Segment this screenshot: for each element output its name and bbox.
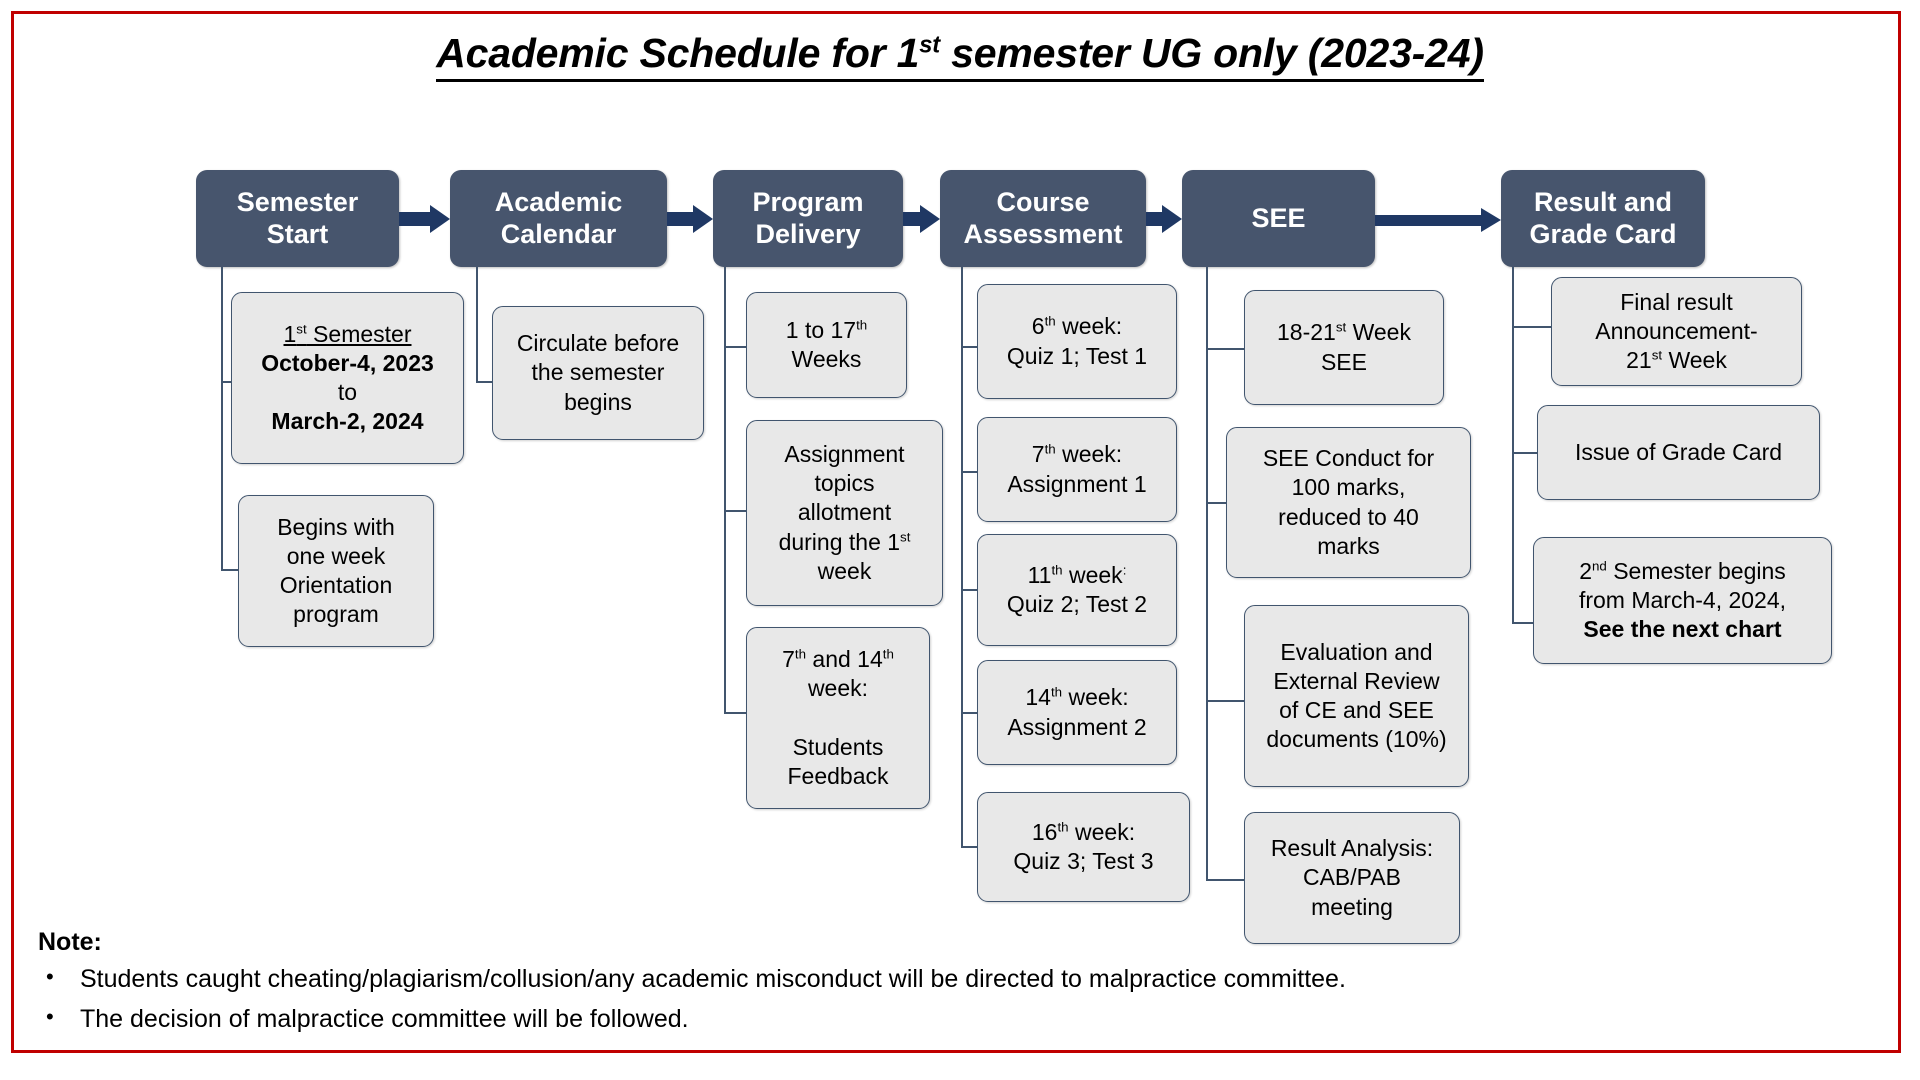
note-list-item: • The decision of malpractice committee … [38,1003,1838,1037]
stage-label-line1: Program [752,186,864,217]
connector-trunk-course-assessment [961,267,963,848]
leaf-week14-assignment2[interactable]: 14th week: Assignment 2 [977,660,1177,765]
note-item-text: Students caught cheating/plagiarism/coll… [80,965,1346,993]
connector-branch-week16 [961,846,979,848]
leaf-circulate-calendar[interactable]: Circulate before the semester begins [492,306,704,440]
leaf-assignment-topics[interactable]: Assignment topics allotment during the 1… [746,420,943,606]
connector-branch-students-feedback [724,712,748,714]
leaf-semester-dates[interactable]: 1st Semester October-4, 2023 to March-2,… [231,292,464,464]
stage-box-course-assessment[interactable]: Course Assessment [940,170,1146,267]
connector-branch-result-analysis [1206,879,1244,881]
leaf-see-weeks[interactable]: 18-21st Week SEE [1244,290,1444,405]
leaf-week11-quiz2-test2[interactable]: 11th week: Quiz 2; Test 2 [977,534,1177,646]
connector-branch-final-result [1512,326,1553,328]
connector-trunk-program-delivery [724,267,726,714]
connector-trunk-semester-start [221,267,223,571]
connector-branch-second-semester [1512,622,1535,624]
connector-branch-week7 [961,471,979,473]
note-item-text: The decision of malpractice committee wi… [80,1004,689,1033]
connector-branch-see-marks [1206,502,1228,504]
note-block: Note: • Students caught cheating/plagiar… [38,928,1838,1043]
leaf-week16-quiz3-test3[interactable]: 16th week: Quiz 3; Test 3 [977,792,1190,902]
connector-branch-see-evaluation [1206,700,1246,702]
connector-branch-assignment-topics [724,510,748,512]
bullet-glyph: • [46,1003,54,1029]
leaf-see-marks[interactable]: SEE Conduct for 100 marks, reduced to 40… [1226,427,1471,578]
stage-box-program-delivery[interactable]: Program Delivery [713,170,903,267]
leaf-orientation[interactable]: Begins with one week Orientation program [238,495,434,647]
note-list-item: • Students caught cheating/plagiarism/co… [38,963,1838,997]
leaf-weeks-1-to-17[interactable]: 1 to 17th Weeks [746,292,907,398]
stage-box-academic-calendar[interactable]: Academic Calendar [450,170,667,267]
connector-branch-circulate-calendar [476,381,494,383]
leaf-issue-grade-card[interactable]: Issue of Grade Card [1537,405,1820,500]
connector-branch-see-weeks [1206,348,1246,350]
leaf-second-semester-begins[interactable]: 2nd Semester begins from March-4, 2024, … [1533,537,1832,664]
leaf-week6-quiz1-test1[interactable]: 6th week: Quiz 1; Test 1 [977,284,1177,399]
connector-branch-week11 [961,589,979,591]
stage-label-line2: Grade Card [1529,218,1677,249]
stage-label-line1: SEE [1251,202,1306,233]
stage-label-line2: Delivery [755,218,861,249]
bullet-glyph: • [46,964,54,989]
stage-label-line1: Semester [236,186,359,217]
arrow-assessment-to-see [1146,205,1182,233]
leaf-final-result-announcement[interactable]: Final result Announcement- 21st Week [1551,277,1802,386]
arrow-delivery-to-assessment [903,205,940,233]
leaf-see-evaluation-review[interactable]: Evaluation and External Review of CE and… [1244,605,1469,787]
connector-branch-issue-grade-card [1512,452,1539,454]
connector-trunk-result-grade-card [1512,267,1514,624]
stage-label-line1: Course [996,186,1090,217]
note-list: • Students caught cheating/plagiarism/co… [38,963,1838,1037]
page-title-text: Academic Schedule for 1st semester UG on… [436,30,1484,82]
stage-label-line2: Assessment [963,218,1123,249]
leaf-students-feedback[interactable]: 7th and 14th week: Students Feedback [746,627,930,809]
arrow-calendar-to-delivery [667,205,713,233]
leaf-week7-assignment1[interactable]: 7th week: Assignment 1 [977,417,1177,522]
connector-branch-week14 [961,712,979,714]
arrow-see-to-result [1375,208,1501,232]
stage-label-line2: Calendar [500,218,617,249]
arrow-semester-to-calendar [399,205,450,233]
stage-box-see[interactable]: SEE [1182,170,1375,267]
stage-box-semester-start[interactable]: Semester Start [196,170,399,267]
page-title: Academic Schedule for 1st semester UG on… [0,30,1920,82]
connector-trunk-academic-calendar [476,267,478,382]
leaf-result-analysis[interactable]: Result Analysis: CAB/PAB meeting [1244,812,1460,944]
connector-trunk-see [1206,267,1208,881]
stage-label-line1: Academic [494,186,623,217]
stage-label-line2: Start [266,218,329,249]
note-heading: Note: [38,928,102,956]
connector-branch-week6 [961,346,979,348]
stage-box-result-grade-card[interactable]: Result and Grade Card [1501,170,1705,267]
connector-branch-weeks-1-17 [724,346,748,348]
title-superscript: st [919,31,940,59]
stage-label-line1: Result and [1533,186,1673,217]
